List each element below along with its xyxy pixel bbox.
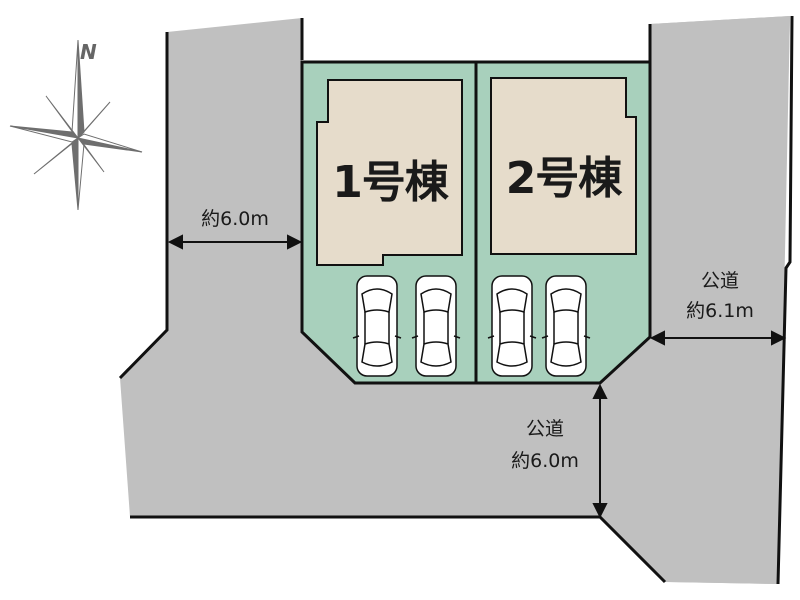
north-label: N [80,40,97,64]
building-1-label: 1号棟 [332,157,449,208]
right-road-width: 約6.1m [686,300,754,322]
compass-rose-icon [9,39,143,211]
building-2-footprint [490,77,637,255]
bottom-road-width: 約6.0m [511,450,579,472]
building-2-label: 2号棟 [505,153,623,204]
left-road-width: 約6.0m [201,208,269,230]
right-road-type: 公道 [700,270,739,292]
right-road [600,16,790,584]
bottom-road-type: 公道 [525,418,564,440]
car-icons [352,275,591,377]
dimension-arrows [167,234,787,519]
building-1-footprint [316,79,463,266]
